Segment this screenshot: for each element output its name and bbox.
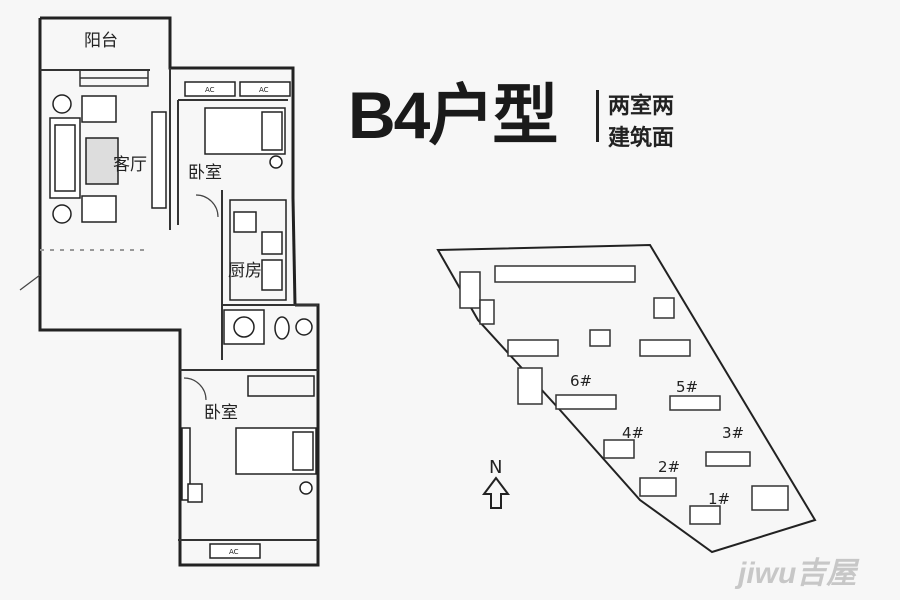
bathroom-fixtures: [223, 309, 313, 345]
building-5: 5#: [676, 378, 698, 396]
building-1: 1#: [708, 490, 730, 508]
site-plan: 6# 5# 4# 3# 2# 1#: [436, 243, 817, 554]
ac-label-3: AC: [229, 548, 239, 556]
label-balcony: 阳台: [84, 31, 118, 51]
site-boundary: [436, 243, 817, 554]
tv-cabinet: [151, 111, 167, 209]
label-bedroom-bottom: 卧室: [204, 403, 238, 423]
room-labels: 阳台 客厅 卧室 厨房 卧室: [84, 31, 262, 423]
label-kitchen: 厨房: [228, 261, 262, 281]
building-4: 4#: [622, 424, 644, 442]
layout-description: 两室两: [608, 94, 675, 119]
building-2: 2#: [658, 458, 680, 476]
unit-type-title: B4户型: [348, 78, 558, 152]
ac-labels: AC AC AC: [205, 86, 269, 556]
title-divider: [596, 90, 599, 142]
building-3: 3#: [722, 424, 744, 442]
site-buildings: [459, 265, 789, 525]
door-swings: [19, 194, 219, 401]
lamp-bottom: [52, 204, 72, 224]
compass: N: [482, 457, 510, 509]
coffee-table: [85, 137, 119, 185]
lamp-top: [52, 94, 72, 114]
watermark-logo: jiwu吉屋: [738, 557, 857, 590]
ac-label-1: AC: [205, 86, 215, 94]
living-room-furniture: [49, 94, 167, 224]
bed-top: [204, 107, 286, 169]
bed-bottom: [181, 375, 317, 503]
ac-label-2: AC: [259, 86, 269, 94]
building-6: 6#: [570, 372, 592, 390]
label-bedroom-top: 卧室: [188, 163, 222, 183]
north-arrow-icon: [482, 476, 510, 509]
balcony-railing: [79, 69, 149, 87]
area-description: 建筑面: [608, 126, 675, 151]
kitchen-fixtures: [229, 199, 287, 301]
interior-walls: [40, 68, 318, 541]
label-living-room: 客厅: [113, 155, 147, 175]
ac-units: [184, 81, 291, 559]
armchair-bottom: [81, 195, 117, 223]
armchair-top: [81, 95, 117, 123]
building-labels: 6# 5# 4# 3# 2# 1#: [570, 372, 744, 508]
compass-label: N: [489, 457, 502, 478]
